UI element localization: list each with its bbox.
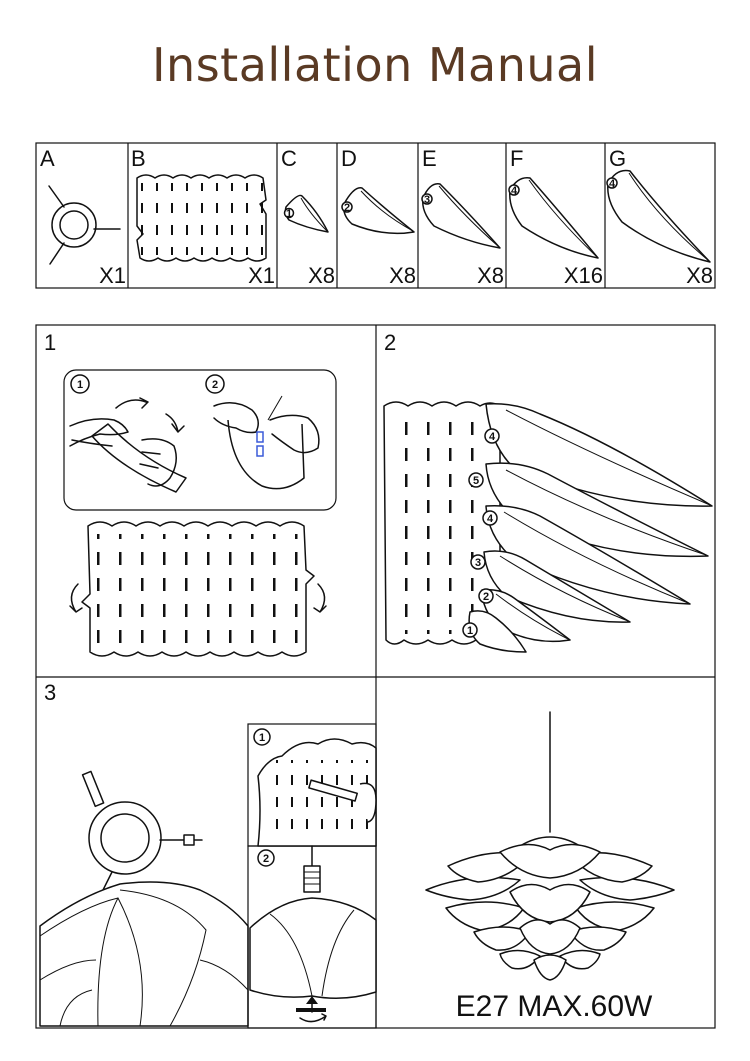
hub-ring-large-icon [81,770,203,893]
petal-f-icon: 4 [508,177,599,259]
step-2-marker-3: 3 [475,557,481,569]
petal-e-marker: 3 [424,194,430,206]
step-2-marker-5: 5 [473,475,479,487]
step-2-marker-2: 2 [483,591,489,603]
part-a-qty: X1 [99,263,126,288]
petal-c-marker: 1 [286,208,292,220]
part-d-qty: X8 [389,263,416,288]
petal-d-marker: 2 [344,202,350,214]
attached-petals [468,402,713,653]
petal-g-marker: 4 [609,178,616,190]
slotted-sheet-icon [136,174,267,262]
part-b-label: B [131,146,146,171]
step-3-panel: 3 1 [39,680,377,1029]
part-c-qty: X8 [308,263,335,288]
part-e-qty: X8 [477,263,504,288]
parts-table: A B C D E F G X1 X1 X8 X8 X8 X16 X8 [35,142,716,289]
petal-d-icon: 2 [341,187,415,235]
step-2-label: 2 [384,330,396,355]
petal-g-icon: 4 [606,169,711,263]
hub-ring-icon [48,185,121,265]
hands-joining-tabs-icon: 2 [205,374,320,490]
part-g-label: G [609,146,626,171]
step-3-sub1-marker: 1 [259,732,265,744]
lamp-spec-text: E27 MAX.60W [456,990,653,1023]
step-2-panel: 2 4 5 4 3 2 1 [383,330,713,653]
step-3-label: 3 [44,680,56,705]
step-1-sub1-marker: 1 [77,379,83,391]
step-1-label: 1 [44,330,56,355]
part-a-label: A [40,146,55,171]
socket-insert-detail: 2 [249,845,377,1023]
petal-e-icon: 3 [421,183,501,249]
step-3-sub2-marker: 2 [263,853,269,865]
part-d-label: D [341,146,357,171]
lampshade-partial [39,881,249,1027]
part-e-label: E [422,146,437,171]
step-2-marker-4a: 4 [489,431,496,443]
part-f-qty: X16 [564,263,603,288]
petal-c-icon: 1 [283,194,329,233]
step-2-marker-1: 1 [467,625,473,637]
finished-lamp-panel: E27 MAX.60W [425,711,675,1023]
step-2-marker-4b: 4 [487,513,494,525]
hands-bending-sheet-icon: 1 [69,374,187,493]
pendant-lamp-icon [425,836,675,981]
page-title: Installation Manual [151,38,599,92]
part-c-label: C [281,146,297,171]
petal-f-marker: 4 [511,185,518,197]
slotted-sheet-large [69,521,327,657]
step-1-panel: 1 1 2 [44,330,337,657]
part-f-label: F [510,146,523,171]
part-g-qty: X8 [686,263,713,288]
part-b-qty: X1 [248,263,275,288]
arm-insert-detail: 1 [253,728,377,847]
step-1-sub2-marker: 2 [212,379,218,391]
